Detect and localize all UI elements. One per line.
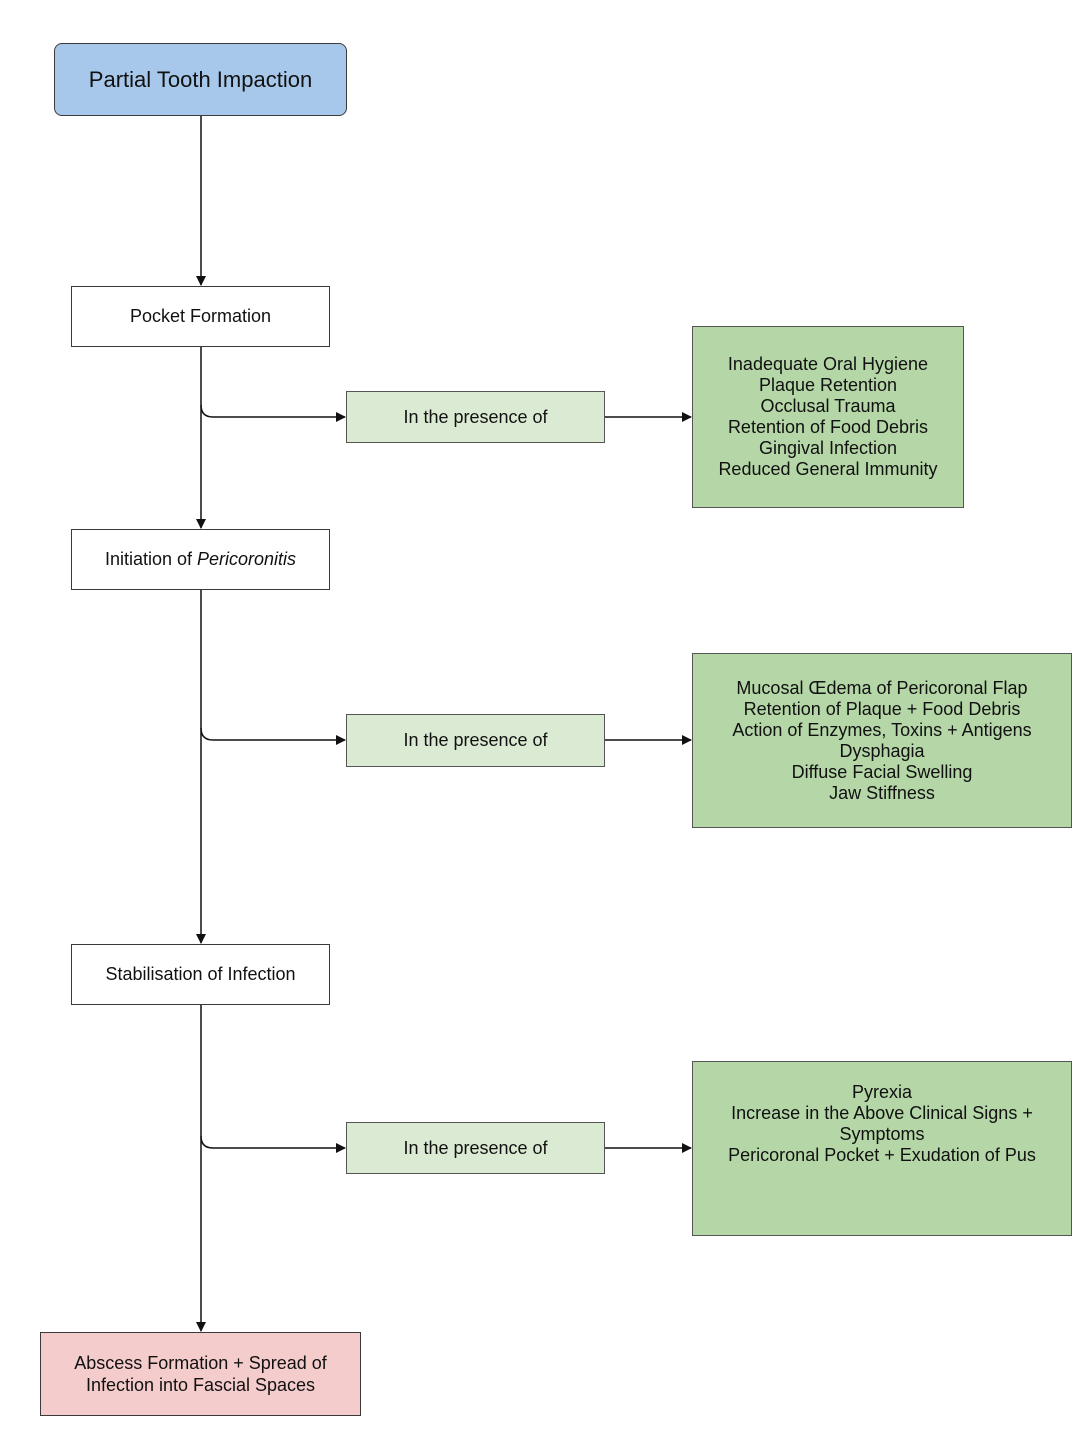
condition-box-1: In the presence of xyxy=(346,391,605,443)
node-label: Pocket Formation xyxy=(129,306,272,326)
factors-box-2: Mucosal Œdema of Pericoronal Flap Retent… xyxy=(692,653,1072,828)
node-stabilisation-of-infection: Stabilisation of Infection xyxy=(71,944,330,1005)
factor-line: Jaw Stiffness xyxy=(829,782,935,803)
outcome-line: Abscess Formation + Spread of xyxy=(74,1353,327,1373)
factor-line: Reduced General Immunity xyxy=(718,459,938,479)
node-label: Initiation of Pericoronitis xyxy=(104,549,297,569)
factor-line: Pericoronal Pocket + Exudation of Pus xyxy=(728,1144,1036,1165)
condition-box-2: In the presence of xyxy=(346,714,605,767)
condition-label: In the presence of xyxy=(403,1137,548,1158)
condition-label: In the presence of xyxy=(403,406,548,427)
factor-line: Gingival Infection xyxy=(758,438,898,458)
factor-line: Retention of Food Debris xyxy=(727,417,929,437)
node-abscess-formation: Abscess Formation + Spread of Infection … xyxy=(40,1332,361,1416)
factor-line: Plaque Retention xyxy=(758,375,898,395)
branch-arrow-1 xyxy=(200,404,346,422)
node-label: Partial Tooth Impaction xyxy=(88,66,313,92)
node-partial-tooth-impaction: Partial Tooth Impaction xyxy=(54,43,347,116)
factor-line: Increase in the Above Clinical Signs + xyxy=(731,1102,1033,1123)
factor-line: Retention of Plaque + Food Debris xyxy=(743,698,1021,719)
node-label: Stabilisation of Infection xyxy=(105,964,296,984)
branch-arrow-3 xyxy=(200,1135,346,1153)
node-pocket-formation: Pocket Formation xyxy=(71,286,330,347)
condition-label: In the presence of xyxy=(403,730,548,750)
factor-line: Dysphagia xyxy=(839,740,925,761)
condition-box-3: In the presence of xyxy=(346,1122,605,1174)
factor-line: Pyrexia xyxy=(851,1081,913,1102)
node-initiation-of-pericoronitis: Initiation of Pericoronitis xyxy=(71,529,330,590)
factor-line: Mucosal Œdema of Pericoronal Flap xyxy=(736,677,1028,698)
outcome-line: Infection into Fascial Spaces xyxy=(85,1375,316,1395)
factors-box-3: Pyrexia Increase in the Above Clinical S… xyxy=(692,1061,1072,1236)
factors-box-1: Inadequate Oral Hygiene Plaque Retention… xyxy=(692,326,964,508)
factor-line: Symptoms xyxy=(839,1123,925,1144)
factor-line: Diffuse Facial Swelling xyxy=(791,761,973,782)
factor-line: Inadequate Oral Hygiene xyxy=(727,354,929,374)
factor-line: Action of Enzymes, Toxins + Antigens xyxy=(732,719,1032,740)
branch-arrow-2 xyxy=(200,727,346,745)
factor-line: Occlusal Trauma xyxy=(760,396,896,416)
